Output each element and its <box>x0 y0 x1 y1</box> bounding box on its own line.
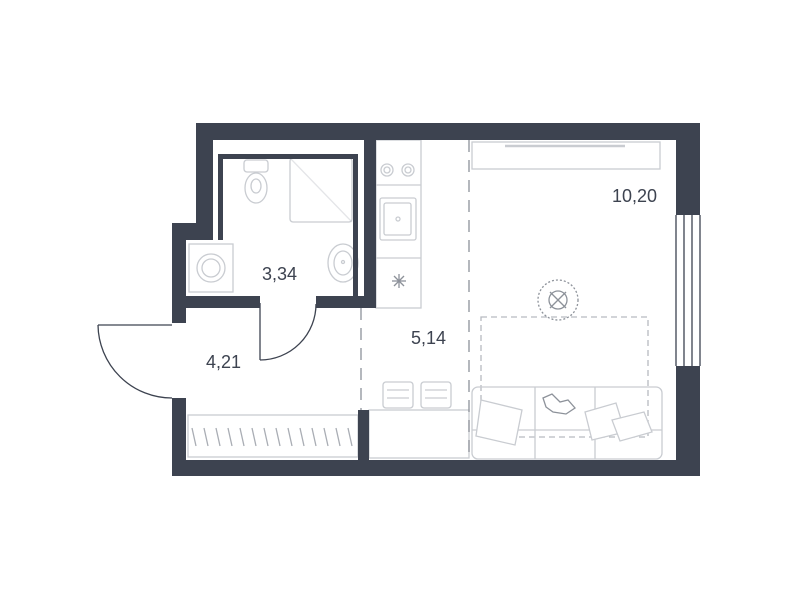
bathroom-door <box>259 303 317 361</box>
cushion-icon <box>475 399 653 446</box>
entrance-door <box>97 324 173 399</box>
fridge-icon <box>392 274 406 288</box>
zone-dividers <box>360 140 470 462</box>
doors <box>97 303 317 399</box>
wardrobe-hangers <box>191 427 353 447</box>
bar-stool-icon <box>420 381 452 409</box>
shower-tray-icon <box>289 157 353 223</box>
wardrobe <box>187 414 359 458</box>
fixtures <box>187 139 663 460</box>
pillow-icon <box>542 393 576 415</box>
area-label-hallway: 4,21 <box>206 352 241 372</box>
ceiling-light-icon <box>537 279 579 321</box>
cooktop-icon <box>380 163 415 177</box>
bar-stool-icon <box>382 381 414 409</box>
area-label-bathroom: 3,34 <box>262 264 297 284</box>
washing-machine-icon <box>188 243 234 293</box>
walls <box>172 123 700 476</box>
area-label-living: 10,20 <box>612 186 657 206</box>
kitchen-table <box>368 409 470 459</box>
area-label-kitchen: 5,14 <box>411 328 446 348</box>
tv-unit <box>471 141 661 170</box>
window <box>675 215 701 366</box>
toilet-icon <box>243 159 269 204</box>
bed-outline <box>480 316 649 438</box>
kitchen-sink-icon <box>379 197 417 241</box>
